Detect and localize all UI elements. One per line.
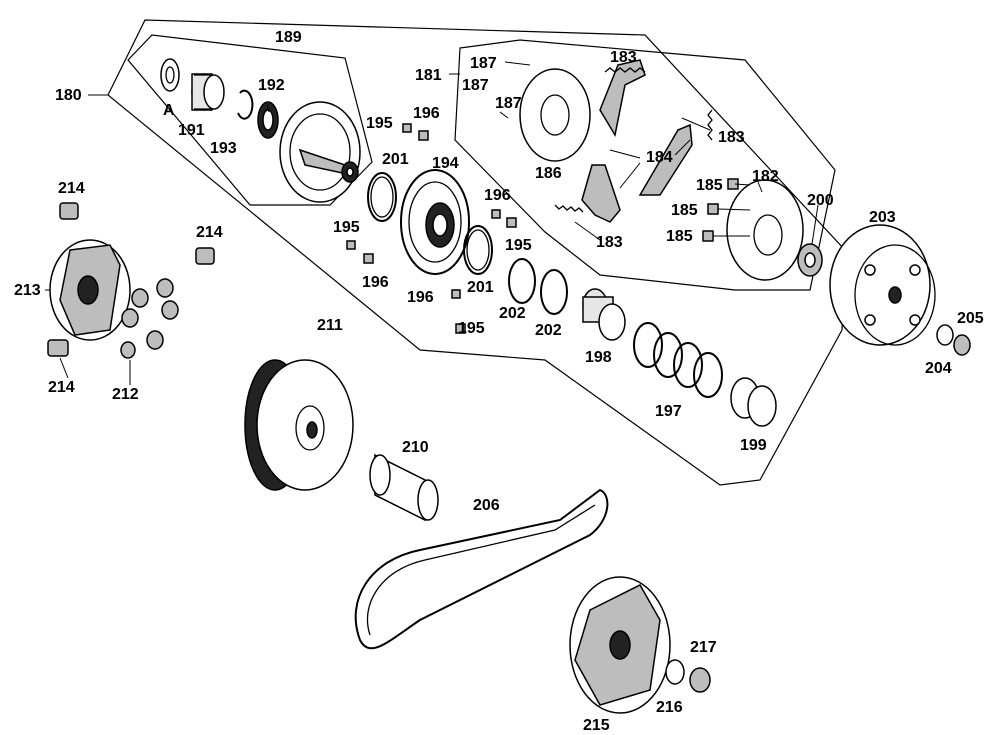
assembly-180-outline	[107, 19, 846, 486]
label-214b: 214	[196, 224, 223, 241]
label-191: 191	[178, 122, 205, 139]
spring-197-part	[633, 322, 723, 398]
label-183a: 183	[610, 49, 637, 66]
label-182: 182	[752, 168, 779, 185]
label-187b: 187	[462, 77, 489, 94]
collar-199-part	[730, 377, 777, 427]
label-214c: 214	[48, 379, 75, 396]
clutch-shoe-184a-part	[599, 59, 646, 138]
label-217: 217	[690, 639, 717, 656]
sliders-214-part	[47, 202, 215, 357]
subassembly-181-outline	[454, 39, 836, 291]
label-195d: 195	[458, 320, 485, 337]
clutch-bell-203-part	[829, 224, 936, 346]
movable-drive-face-211-part	[244, 359, 354, 491]
label-213: 213	[14, 282, 41, 299]
label-181: 181	[415, 67, 442, 84]
washer-216-part	[665, 659, 685, 685]
label-195c: 195	[333, 219, 360, 236]
label-186: 186	[535, 165, 562, 182]
o-ring-201a-part	[367, 172, 397, 222]
label-185c: 185	[666, 228, 693, 245]
bearing-192-part	[257, 101, 279, 139]
label-202b: 202	[535, 322, 562, 339]
label-201b: 201	[467, 279, 494, 296]
clutch-carrier-182-part	[726, 179, 804, 281]
label-211: 211	[317, 317, 343, 334]
collar-198-part	[582, 288, 626, 341]
label-210: 210	[402, 439, 429, 456]
label-215: 215	[583, 717, 610, 734]
label-180: 180	[55, 87, 82, 104]
clutch-shoe-184c-part	[581, 164, 621, 223]
o-ring-202b-part	[540, 269, 568, 315]
guide-pins-and-rollers	[346, 123, 517, 334]
oil-seal-part	[160, 58, 180, 92]
label-202a: 202	[499, 305, 526, 322]
fan-drive-face-215-part	[569, 576, 671, 714]
label-198: 198	[585, 349, 612, 366]
ramp-plate-213-part	[49, 239, 131, 341]
label-189: 189	[275, 29, 302, 46]
nut-217-part	[689, 667, 711, 693]
o-ring-201b-part	[463, 225, 493, 275]
o-ring-202a-part	[508, 258, 536, 304]
subassembly-189-outline	[127, 34, 373, 206]
label-194: 194	[432, 155, 459, 172]
label-212: 212	[112, 386, 139, 403]
label-187c: 187	[495, 95, 522, 112]
label-183b: 183	[718, 129, 745, 146]
bushing-191-part	[191, 73, 225, 111]
label-185a: 185	[696, 177, 723, 194]
label-193: 193	[210, 140, 237, 157]
label-205: 205	[957, 310, 984, 327]
label-203: 203	[869, 209, 896, 226]
label-183c: 183	[596, 234, 623, 251]
label-192: 192	[258, 77, 285, 94]
clutch-shoe-184b-part	[638, 123, 693, 196]
label-185b: 185	[671, 202, 698, 219]
clutch-plate-186-part	[519, 68, 591, 162]
label-195a: 195	[366, 115, 393, 132]
nut-205-part	[953, 334, 971, 356]
nut-200-part	[797, 243, 823, 277]
washer-204-part	[936, 324, 954, 346]
sliding-sheave-194-part	[400, 169, 470, 275]
label-184: 184	[646, 149, 673, 166]
drive-belt-206-part	[354, 488, 609, 650]
driven-pulley-face-part	[279, 101, 361, 203]
label-196c: 196	[362, 274, 389, 291]
label-200: 200	[807, 192, 834, 209]
label-216: 216	[656, 699, 683, 716]
circlip-193-part	[237, 89, 254, 120]
rollers-212-part	[120, 278, 179, 359]
label-199: 199	[740, 437, 767, 454]
label-187a: 187	[470, 55, 497, 72]
label-196b: 196	[484, 187, 511, 204]
label-a: A	[163, 102, 175, 119]
label-201a: 201	[382, 151, 409, 168]
bush-210-part	[369, 453, 439, 522]
leader-lines	[45, 61, 819, 385]
part-labels: 180 189 A 191 192 193 181 187 187 187 18…	[14, 29, 984, 734]
label-196d: 196	[407, 289, 434, 306]
label-197: 197	[655, 403, 682, 420]
label-206: 206	[473, 497, 500, 514]
label-214a: 214	[58, 180, 85, 197]
label-195b: 195	[505, 237, 532, 254]
label-196a: 196	[413, 105, 440, 122]
label-204: 204	[925, 360, 952, 377]
springs-183-part	[554, 67, 713, 213]
